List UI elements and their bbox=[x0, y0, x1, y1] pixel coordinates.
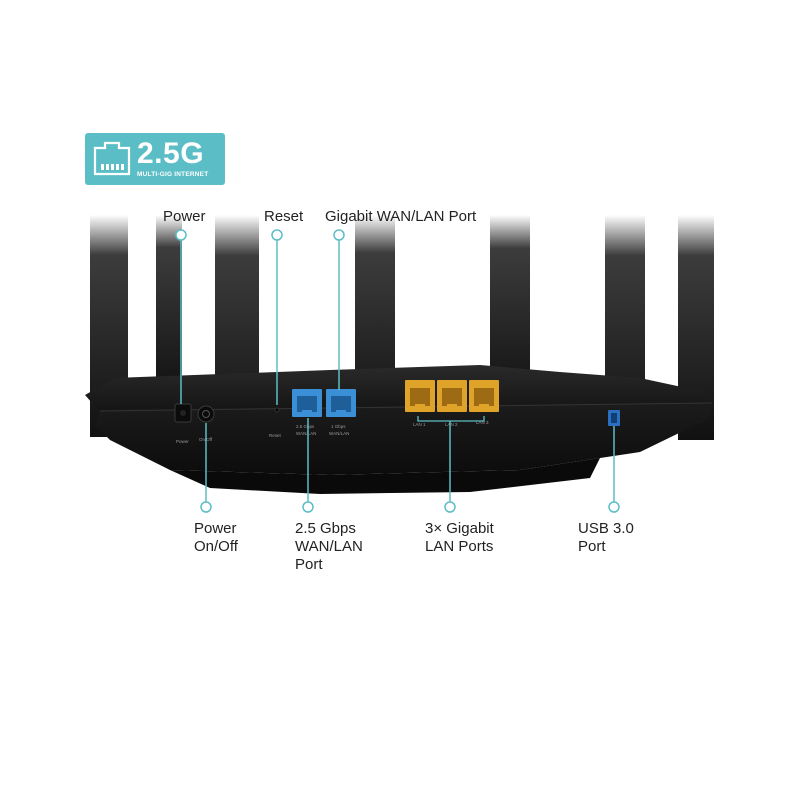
multi-gig-badge: 2.5G MULTI-GIG INTERNET bbox=[85, 133, 225, 185]
badge-title: 2.5G bbox=[137, 137, 205, 170]
router-body bbox=[85, 365, 713, 494]
callout-marker-lan-ports bbox=[444, 501, 456, 513]
callout-label-power-onoff: Power On/Off bbox=[194, 520, 238, 555]
wan-port-1g bbox=[326, 389, 356, 417]
ethernet-port-icon bbox=[93, 141, 131, 176]
callout-marker-gigabit-wan bbox=[333, 229, 345, 241]
device-label-wan25-2: WAN/LAN bbox=[296, 431, 316, 436]
device-label-reset: Reset bbox=[269, 433, 282, 438]
callout-label-reset: Reset bbox=[264, 208, 304, 225]
lan-port-1 bbox=[405, 380, 435, 412]
callout-marker-reset bbox=[271, 229, 283, 241]
usb-port bbox=[608, 410, 620, 426]
device-label-wan25-1: 2.5 Gbps bbox=[296, 424, 315, 429]
callout-marker-usb bbox=[608, 501, 620, 513]
lan-port-3 bbox=[469, 380, 499, 412]
device-label-lan3: LAN 3 bbox=[476, 420, 489, 425]
callout-lines bbox=[175, 229, 620, 513]
callout-marker-power bbox=[175, 229, 187, 241]
callout-label-gigabit-wan-lan: Gigabit WAN/LAN Port bbox=[325, 208, 477, 225]
device-label-power: Power bbox=[176, 439, 189, 444]
device-label-lan2: LAN 2 bbox=[445, 422, 458, 427]
reset-hole bbox=[274, 407, 280, 413]
device-label-wan1-1: 1 Gbps bbox=[331, 424, 346, 429]
antenna bbox=[156, 215, 182, 395]
lan-port-2 bbox=[437, 380, 467, 412]
callout-marker-power-onoff bbox=[200, 501, 212, 513]
device-label-lan1: LAN 1 bbox=[413, 422, 426, 427]
lan-bracket bbox=[417, 416, 485, 422]
callout-label-power: Power bbox=[163, 208, 206, 225]
callout-marker-wan-2-5 bbox=[302, 501, 314, 513]
callout-label-lan-ports: 3× Gigabit LAN Ports bbox=[425, 520, 494, 555]
wan-port-2-5g bbox=[292, 389, 322, 417]
badge-subtitle: MULTI-GIG INTERNET bbox=[137, 171, 209, 178]
power-button bbox=[197, 405, 215, 423]
callout-label-usb: USB 3.0 Port bbox=[578, 520, 634, 555]
device-label-wan1-2: WAN/LAN bbox=[329, 431, 349, 436]
callout-label-wan-2-5: 2.5 Gbps WAN/LAN Port bbox=[295, 520, 363, 573]
